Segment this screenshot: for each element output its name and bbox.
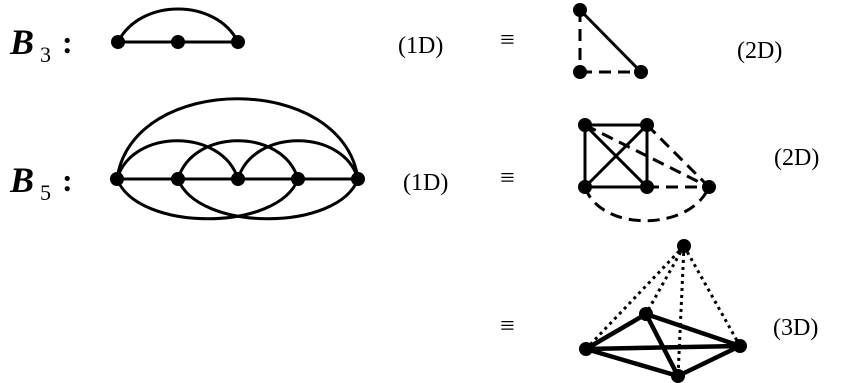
b5-tag-3d: (3D)	[773, 315, 818, 341]
b5-1d-arc-1-3	[115, 139, 240, 181]
b5-2d-node-outer	[702, 180, 716, 194]
b5-1d-node-5	[351, 172, 365, 186]
b3-2d-solid-edge	[578, 8, 643, 74]
b3-1d-node-1	[111, 35, 125, 49]
b5-1d-node-1	[110, 172, 124, 186]
b3-1d-node-2	[171, 35, 185, 49]
b5-colon: :	[62, 162, 73, 198]
b5-tag-1d: (1D)	[403, 170, 448, 196]
b5-2d-node-top-left	[578, 118, 592, 132]
b3-1d-arc	[116, 7, 240, 44]
b5-3d-dotted-apex-front	[676, 245, 686, 377]
b5-equivalence: ≡	[500, 163, 515, 192]
b5-1d-node-2	[171, 172, 185, 186]
b3-2d-node-bottom-right	[634, 65, 648, 79]
b5-2d-node-bottom-left	[578, 180, 592, 194]
b3-label-subscript: 3	[40, 42, 51, 67]
b5-2d-diagonal-2	[583, 123, 649, 189]
b3-equivalence: ≡	[500, 25, 515, 54]
b5-label: B 5 :	[9, 160, 73, 205]
b5-2d-node-bottom-right	[640, 180, 654, 194]
b3-tag-1d: (1D)	[398, 33, 443, 59]
b5-1d-arc-1-5	[115, 97, 360, 181]
b5-3d-node-front	[671, 369, 685, 383]
b5-3d-node-back	[639, 307, 653, 321]
b3-1d-node-3	[231, 35, 245, 49]
b5-3d-edge-back-right	[643, 311, 743, 349]
b5-1d-node-4	[291, 172, 305, 186]
b5-2d-graph	[578, 118, 716, 223]
b5-1d-arc-2-5	[176, 177, 360, 221]
b3-colon: :	[62, 24, 73, 60]
b3-tag-2d: (2D)	[737, 38, 782, 64]
b5-label-subscript: 5	[40, 180, 51, 205]
b5-2d-dashed-top-right	[645, 123, 711, 189]
b5-3d-dotted-apex-back	[644, 245, 686, 315]
b5-3d-edge-left-front	[583, 346, 681, 379]
b3-1d-graph	[111, 7, 245, 49]
b3-2d-node-top	[573, 3, 587, 17]
b3-2d-node-bottom-left	[573, 65, 587, 79]
b5-1d-graph	[110, 97, 365, 221]
b5-3d-dotted-apex-left	[584, 244, 686, 351]
b5-3d-node-apex	[677, 239, 691, 253]
b5-1d-arc-3-5	[236, 139, 360, 181]
b3-2d-graph	[573, 3, 648, 79]
b5-3d-node-left	[579, 342, 593, 356]
b5-3d-equivalence: ≡	[500, 311, 515, 340]
b5-3d-dotted-apex-right	[682, 245, 742, 347]
b5-3d-edge-back-front	[643, 311, 681, 379]
b5-1d-node-3	[231, 172, 245, 186]
b5-label-main: B	[9, 160, 34, 200]
b5-1d-arc-2-4	[176, 139, 300, 181]
b3-label-main: B	[9, 22, 34, 62]
b5-tag-2d: (2D)	[774, 145, 819, 171]
b5-1d-arc-1-4	[115, 177, 300, 221]
b5-2d-dashed-top-left	[584, 123, 710, 189]
b5-3d-node-right	[733, 339, 747, 353]
b5-2d-node-top-right	[640, 118, 654, 132]
b5-3d-edge-left-back	[583, 311, 649, 352]
b3-label: B 3 :	[9, 22, 73, 67]
b5-3d-edge-right-front	[675, 343, 743, 379]
b5-3d-graph	[579, 239, 747, 383]
